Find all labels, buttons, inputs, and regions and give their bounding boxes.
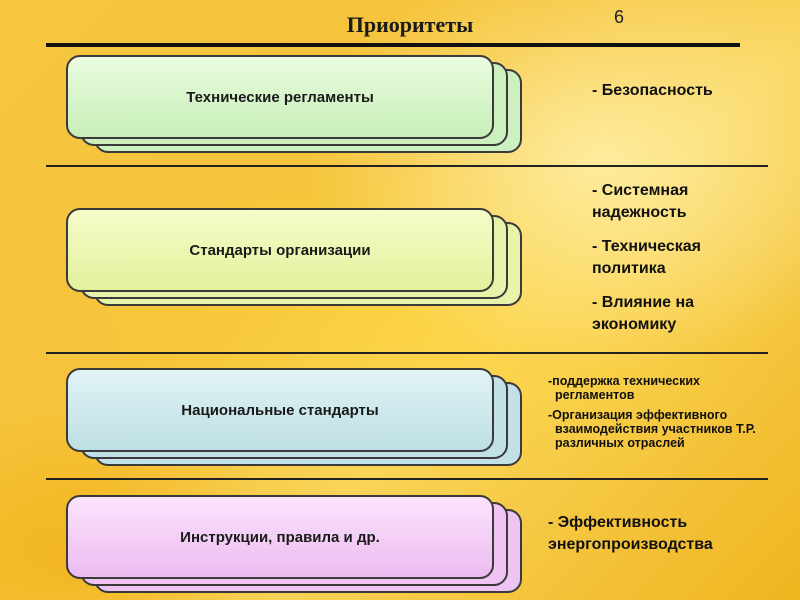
notes-organization-standards: - Системная надежность - Техническая пол… xyxy=(592,180,762,336)
technical-regulations-box: Технические регламенты xyxy=(66,55,494,139)
title-underline xyxy=(46,43,740,47)
row-divider xyxy=(46,478,768,480)
note-item: - Техническая политика xyxy=(592,238,701,277)
note-item: -поддержка технических регламентов xyxy=(548,374,701,402)
stack-instructions-rules: Инструкции, правила и др. xyxy=(66,495,526,595)
national-standards-box: Национальные стандарты xyxy=(66,368,494,452)
instructions-rules-box: Инструкции, правила и др. xyxy=(66,495,494,579)
row-divider xyxy=(46,352,768,354)
slide-title: Приоритеты xyxy=(346,12,474,37)
organization-standards-box: Стандарты организации xyxy=(66,208,494,292)
notes-technical-regulations: - Безопасность xyxy=(592,80,772,102)
row-divider xyxy=(46,165,768,167)
notes-instructions-rules: - Эффективность энергопроизводства xyxy=(548,512,778,556)
note-item: - Системная надежность xyxy=(592,182,689,221)
stack-technical-regulations: Технические регламенты xyxy=(66,55,526,155)
notes-national-standards: -поддержка технических регламентов -Орга… xyxy=(548,374,788,450)
page-number: 6 xyxy=(614,7,625,27)
stack-organization-standards: Стандарты организации xyxy=(66,208,526,308)
note-item: - Эффективность энергопроизводства xyxy=(548,514,713,553)
note-item: - Влияние на экономику xyxy=(592,294,695,333)
note-item: - Безопасность xyxy=(592,82,713,99)
stack-national-standards: Национальные стандарты xyxy=(66,368,526,468)
note-item: -Организация эффективного взаимодействия… xyxy=(548,408,756,450)
